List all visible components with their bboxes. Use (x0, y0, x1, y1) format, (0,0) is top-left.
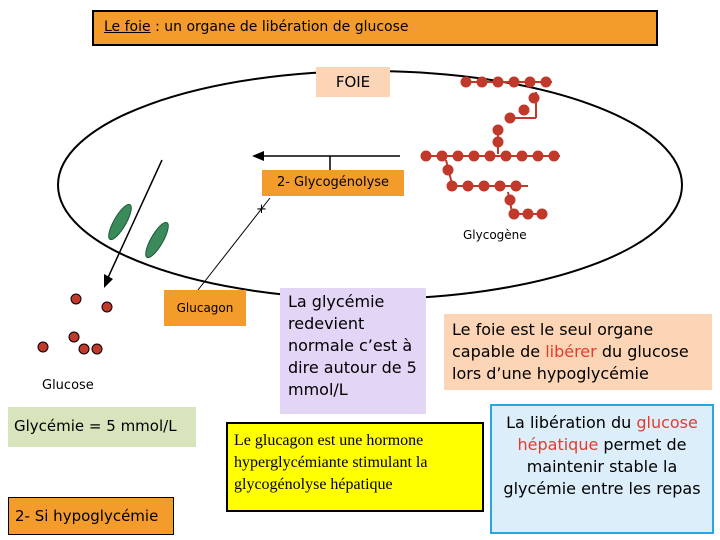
glycogenolyse-label: 2- Glycogénolyse (262, 170, 404, 196)
glucose-molecule-icon (102, 302, 112, 312)
glucagon-label: Glucagon (164, 290, 246, 326)
glucose-molecule-icon (79, 344, 89, 354)
arrow-head-icon (252, 151, 264, 161)
receptor-icon (105, 202, 135, 243)
liberation-part1: La libération du (506, 413, 636, 432)
glycogene-label: Glycogène (463, 228, 527, 242)
receptor-icon (142, 220, 172, 261)
hypoglycemie-label: 2- Si hypoglycémie (8, 497, 174, 535)
glucose-molecule-icon (71, 294, 81, 304)
glucose-molecule-icon (69, 332, 79, 342)
foie-label: FOIE (316, 67, 390, 97)
seul-organe-highlight: libérer (545, 342, 597, 361)
title-underlined: Le foie (104, 19, 151, 35)
normale-text-box: La glycémie redevient normale c’est à di… (280, 288, 426, 414)
liberation-highlight-hepatique: hépatique (518, 435, 599, 454)
glucose-label: Glucose (42, 378, 94, 393)
glycogen-chain-icon (422, 78, 561, 219)
liberation-box: La libération du glucose hépatique perme… (490, 404, 714, 534)
glucagon-hormone-box: Le glucagon est une hormone hyperglycémi… (226, 422, 484, 512)
glycemie-label: Glycémie = 5 mmol/L (8, 407, 196, 447)
glucose-molecules (38, 294, 112, 354)
plus-sign: + (256, 202, 267, 217)
seul-organe-box: Le foie est le seul organe capable de li… (444, 314, 712, 390)
glucose-molecule-icon (92, 344, 102, 354)
glucose-molecule-icon (38, 342, 48, 352)
title-rest: : un organe de libération de glucose (151, 19, 409, 35)
title-banner: Le foie : un organe de libération de glu… (92, 10, 658, 46)
liberation-highlight-glucose: glucose (636, 413, 698, 432)
